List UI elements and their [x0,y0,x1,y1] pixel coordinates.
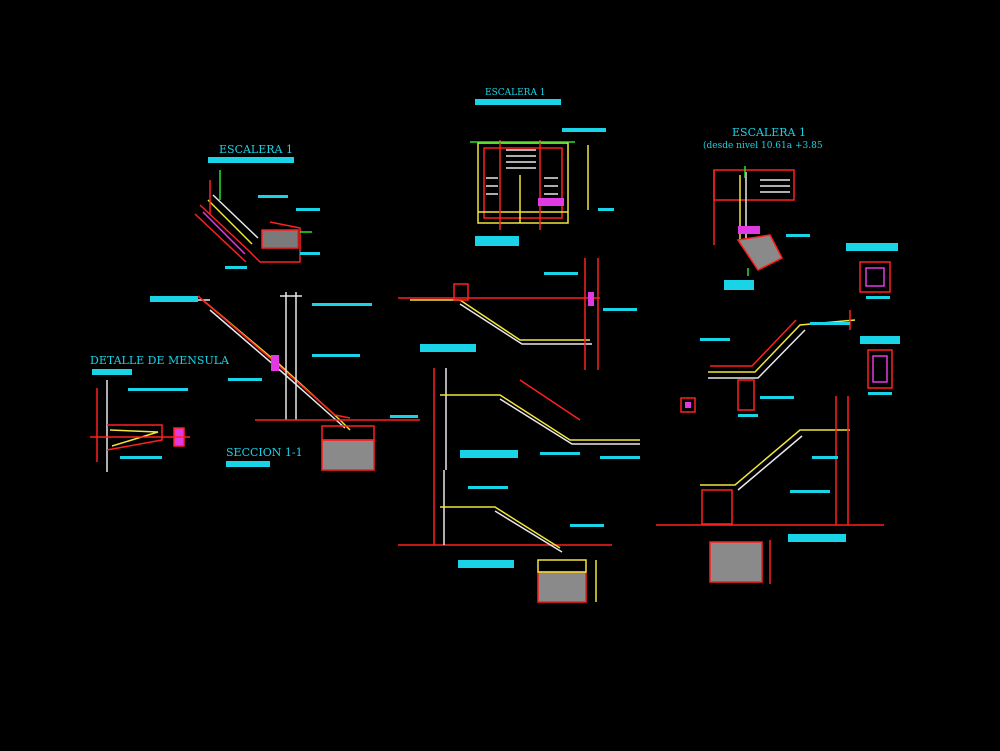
title-underline-left [208,157,294,163]
right-a-pad-inner [685,402,691,408]
right-b-footing [709,541,763,583]
column-detail-a-label [846,243,898,251]
right-a-label-c [760,396,794,399]
column-detail-b-caption [868,392,892,395]
title-underline-top [475,99,561,105]
right-b-label-a [788,534,846,542]
mensula-label-b [120,456,162,459]
column-detail-a [846,243,898,299]
middle-a-label-c [603,308,637,311]
section-middle-c [398,470,612,603]
section-right-a [680,310,856,417]
stair-detail-left-label-a [258,195,288,198]
right-b-step-mass [701,489,733,525]
section-middle-b [433,368,640,470]
plan-pad [538,198,564,206]
middle-c-footing-cap [537,559,587,573]
section-pad [271,355,279,371]
plan-label-b [475,236,519,246]
section-footing-cap [321,425,375,441]
stair-detail-left-label-b [296,208,320,211]
middle-b-label-c [600,456,640,459]
right-a-pad [680,397,696,413]
title-underline-mensula [92,369,132,375]
stair-detail-left-landing [261,229,299,249]
stair-detail-left [194,170,320,269]
title-escalera-right-subtitle: (desde nivel 10.61a +3.85 [703,140,823,151]
middle-b-label-a [460,450,518,458]
section-right-b [656,396,884,584]
title-underline-seccion [226,461,270,467]
middle-a-label-a [420,344,476,352]
section-label-a [312,303,372,306]
right-a-label-b [810,322,850,325]
right-a-label-d [738,414,758,417]
column-detail-b-label [860,336,900,344]
column-detail-a-caption [866,296,890,299]
plan-label-a [562,128,606,132]
plan-label-c [598,208,614,211]
middle-a-label-b [544,272,578,275]
middle-c-label-b [468,486,508,489]
stair-detail-left-label-c [300,252,320,255]
section-footing [321,439,375,471]
section-middle-a [398,258,637,370]
stair-detail-right-label-b [786,234,810,237]
mensula-label-a [128,388,188,391]
section-top-bar [150,296,198,302]
stair-detail-right-landing [736,234,784,271]
right-a-label-a [700,338,730,341]
middle-a-pad [588,292,594,306]
section-1-1 [150,292,420,471]
middle-c-footing [537,571,587,603]
stair-detail-right-label-a [724,280,754,290]
stair-detail-right [713,166,810,290]
title-escalera-right: ESCALERA 1 [732,126,806,139]
right-b-label-b [790,490,830,493]
title-seccion: SECCION 1-1 [226,446,303,459]
column-detail-b [860,336,900,395]
title-escalera-top: ESCALERA 1 [485,88,546,98]
middle-c-label-c [570,524,604,527]
section-label-d [390,415,418,418]
middle-b-label-b [540,452,580,455]
title-detalle-mensula: DETALLE DE MENSULA [90,354,230,367]
stair-detail-left-label-d [225,266,247,269]
middle-c-label-a [458,560,514,568]
section-label-b [312,354,360,357]
right-b-label-c [812,456,838,459]
title-escalera-left: ESCALERA 1 [219,143,293,156]
stair-detail-right-pad [738,226,760,234]
stair-plan-top [470,128,614,246]
section-label-c [228,378,262,381]
right-a-column [737,379,755,411]
mensula-detail [90,380,190,472]
